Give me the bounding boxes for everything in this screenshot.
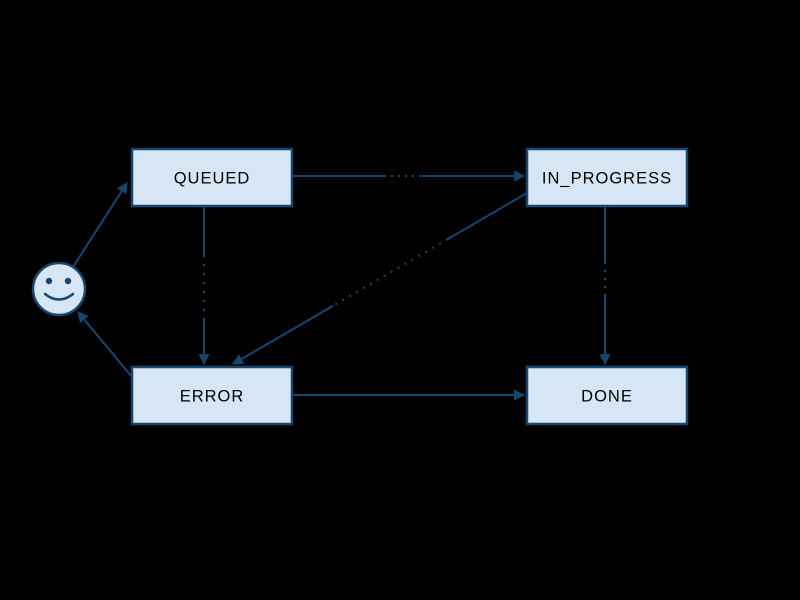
smiley-left-eye [45,277,53,285]
state-label-queued: QUEUED [174,169,251,187]
state-node-done: DONE [525,365,689,426]
smiley-right-eye [64,277,72,285]
state-label-done: DONE [581,387,633,405]
start-node [31,261,87,317]
state-node-error: ERROR [130,365,294,426]
smiley-face-icon [31,261,87,317]
edge-error-to-start [77,311,133,378]
smiley-mouth [43,292,75,301]
state-node-queued: QUEUED [130,147,294,208]
edge-label-artifact [331,237,448,309]
state-label-in-progress: IN_PROGRESS [542,169,672,187]
state-node-in-progress: IN_PROGRESS [525,147,689,208]
edge-in-progress-to-error [232,192,528,365]
edge-start-to-queued [72,182,128,268]
state-label-error: ERROR [180,387,245,405]
